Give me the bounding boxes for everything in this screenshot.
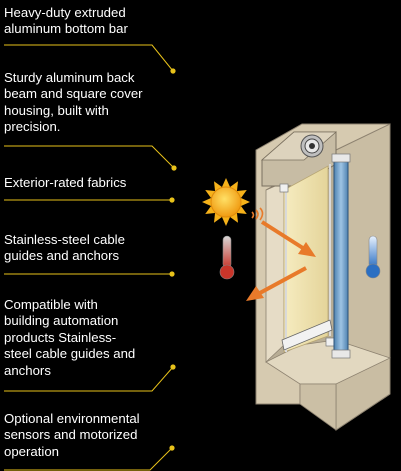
hot-thermometer-icon <box>219 235 235 280</box>
feature-sensors: Optional environmental sensors and motor… <box>4 411 140 459</box>
feature-cable-guides: Stainless-steel cable guides and anchors <box>4 232 125 264</box>
leader-dots <box>169 68 177 451</box>
bottom-bar <box>281 319 333 351</box>
feature-exterior-fabrics: Exterior-rated fabrics <box>4 175 127 190</box>
leader-lines <box>4 44 175 471</box>
leader-line-automation <box>4 366 174 392</box>
feature-bottom-bar: Heavy-duty extruded aluminum bottom bar <box>4 5 128 37</box>
heat-waves <box>251 207 264 221</box>
heat-arrow-icon <box>260 220 316 257</box>
cold-thermometer-icon <box>365 235 381 279</box>
feature-building-automation: Compatible with building automation prod… <box>4 297 136 378</box>
glass-pane <box>331 153 351 359</box>
sun-icon <box>202 178 250 226</box>
leader-line-back-beam <box>4 145 175 169</box>
leader-line-sensors <box>4 447 173 471</box>
reflection-arrow-icon <box>246 266 307 301</box>
feature-back-beam: Sturdy aluminum back beam and square cov… <box>4 70 143 135</box>
leader-line-bottom-bar <box>4 44 174 72</box>
fabric-shade <box>283 165 329 353</box>
cable-guides <box>279 164 337 352</box>
